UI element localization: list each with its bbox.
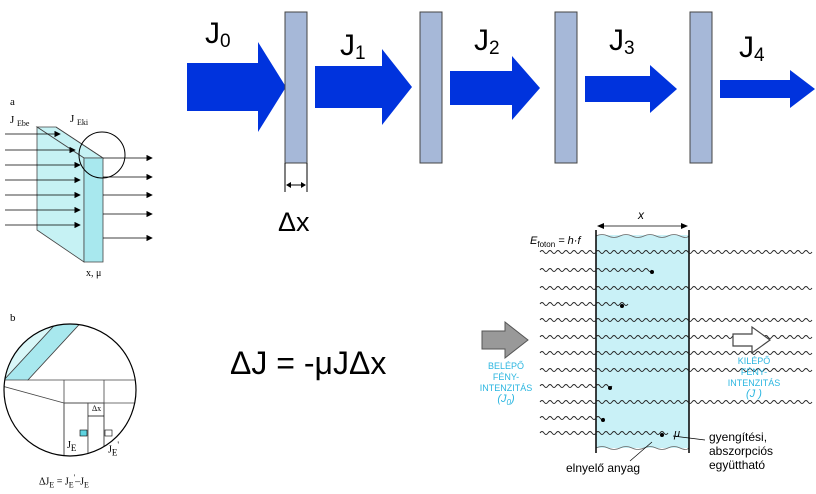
mu-symbol-label: μ	[674, 428, 681, 440]
panel-b-je-right: JE'	[108, 440, 120, 458]
absorber-slab-2	[419, 11, 443, 164]
absorber-slab-4	[689, 11, 713, 164]
panel-a-j-in-label: J Ebe	[10, 114, 30, 129]
absorber-slab-3	[554, 11, 578, 164]
photon-wave-1	[539, 268, 653, 272]
intensity-label-j2: J2	[474, 24, 500, 59]
attenuation-coefficient-label: gyengítési, abszorpciós együttható	[709, 430, 774, 472]
absorbed-photon-dot-8	[608, 386, 612, 390]
panel-a-zoom-circle	[78, 131, 126, 179]
absorbed-photon-dot-11	[660, 433, 664, 437]
incoming-intensity-arrow	[481, 320, 529, 360]
beam-arrow-1	[315, 49, 412, 125]
panel-a-rays	[5, 130, 153, 242]
incoming-intensity-label: BELÉPŐ FÉNY- INTENZITÁS (J0)	[479, 361, 533, 408]
panel-a-bottom-label: x, μ	[86, 268, 102, 279]
absorber-leader-line	[629, 441, 653, 462]
beam-arrow-3	[585, 65, 677, 113]
panel-b-dx-label: Δx	[92, 404, 102, 413]
absorbed-photon-dot-3	[620, 304, 624, 308]
photon-wave-9	[539, 400, 813, 404]
beam-arrow-0	[187, 42, 286, 132]
photon-wave-7	[539, 368, 813, 372]
panel-b-je-left: JE	[67, 440, 77, 453]
outgoing-intensity-label: KILÉPŐ FÉNY- INTENZITÁS (J )	[727, 356, 781, 400]
absorbing-medium	[595, 230, 690, 453]
outgoing-intensity-arrow	[732, 325, 772, 355]
photon-wave-6	[539, 351, 813, 355]
absorbed-photon-dot-10	[601, 418, 605, 422]
intensity-label-j1: J1	[340, 29, 366, 64]
thickness-dimension	[284, 163, 308, 192]
photon-waves	[539, 250, 813, 437]
photon-wave-0	[539, 250, 813, 254]
intensity-label-j3: J3	[609, 24, 635, 59]
intensity-label-j0: J0	[205, 17, 231, 52]
panel-a-letter: a	[10, 96, 15, 108]
intensity-label-j4: J4	[739, 31, 765, 66]
medium-thickness-label: x	[638, 208, 644, 222]
photon-wave-10	[539, 416, 605, 420]
beam-arrow-4	[720, 70, 815, 108]
photon-wave-8	[539, 384, 613, 388]
coefficient-leader-line	[672, 435, 706, 441]
photon-wave-11	[539, 431, 669, 435]
beam-arrow-2	[450, 56, 540, 120]
photon-wave-5	[539, 335, 813, 339]
panel-b-formula: ΔJE = JE'–JE	[39, 473, 89, 490]
photon-wave-2	[539, 286, 813, 290]
panel-b-letter: b	[10, 312, 16, 324]
photon-wave-4	[539, 318, 813, 322]
thickness-label: Δx	[278, 207, 310, 237]
absorbed-photon-dot-1	[650, 270, 654, 274]
absorber-slab-1	[284, 11, 308, 164]
absorber-material-label: elnyelő anyag	[566, 461, 641, 475]
panel-b-magnified-view	[3, 323, 137, 457]
absorption-equation: ΔJ = -μJΔx	[230, 345, 387, 381]
panel-a-j-out-label: J Eki	[70, 113, 89, 128]
photon-energy-label: Efoton = h·f	[530, 235, 581, 250]
photon-wave-3	[539, 302, 629, 306]
panel-a-slab	[35, 126, 105, 263]
x-dimension	[597, 223, 688, 229]
